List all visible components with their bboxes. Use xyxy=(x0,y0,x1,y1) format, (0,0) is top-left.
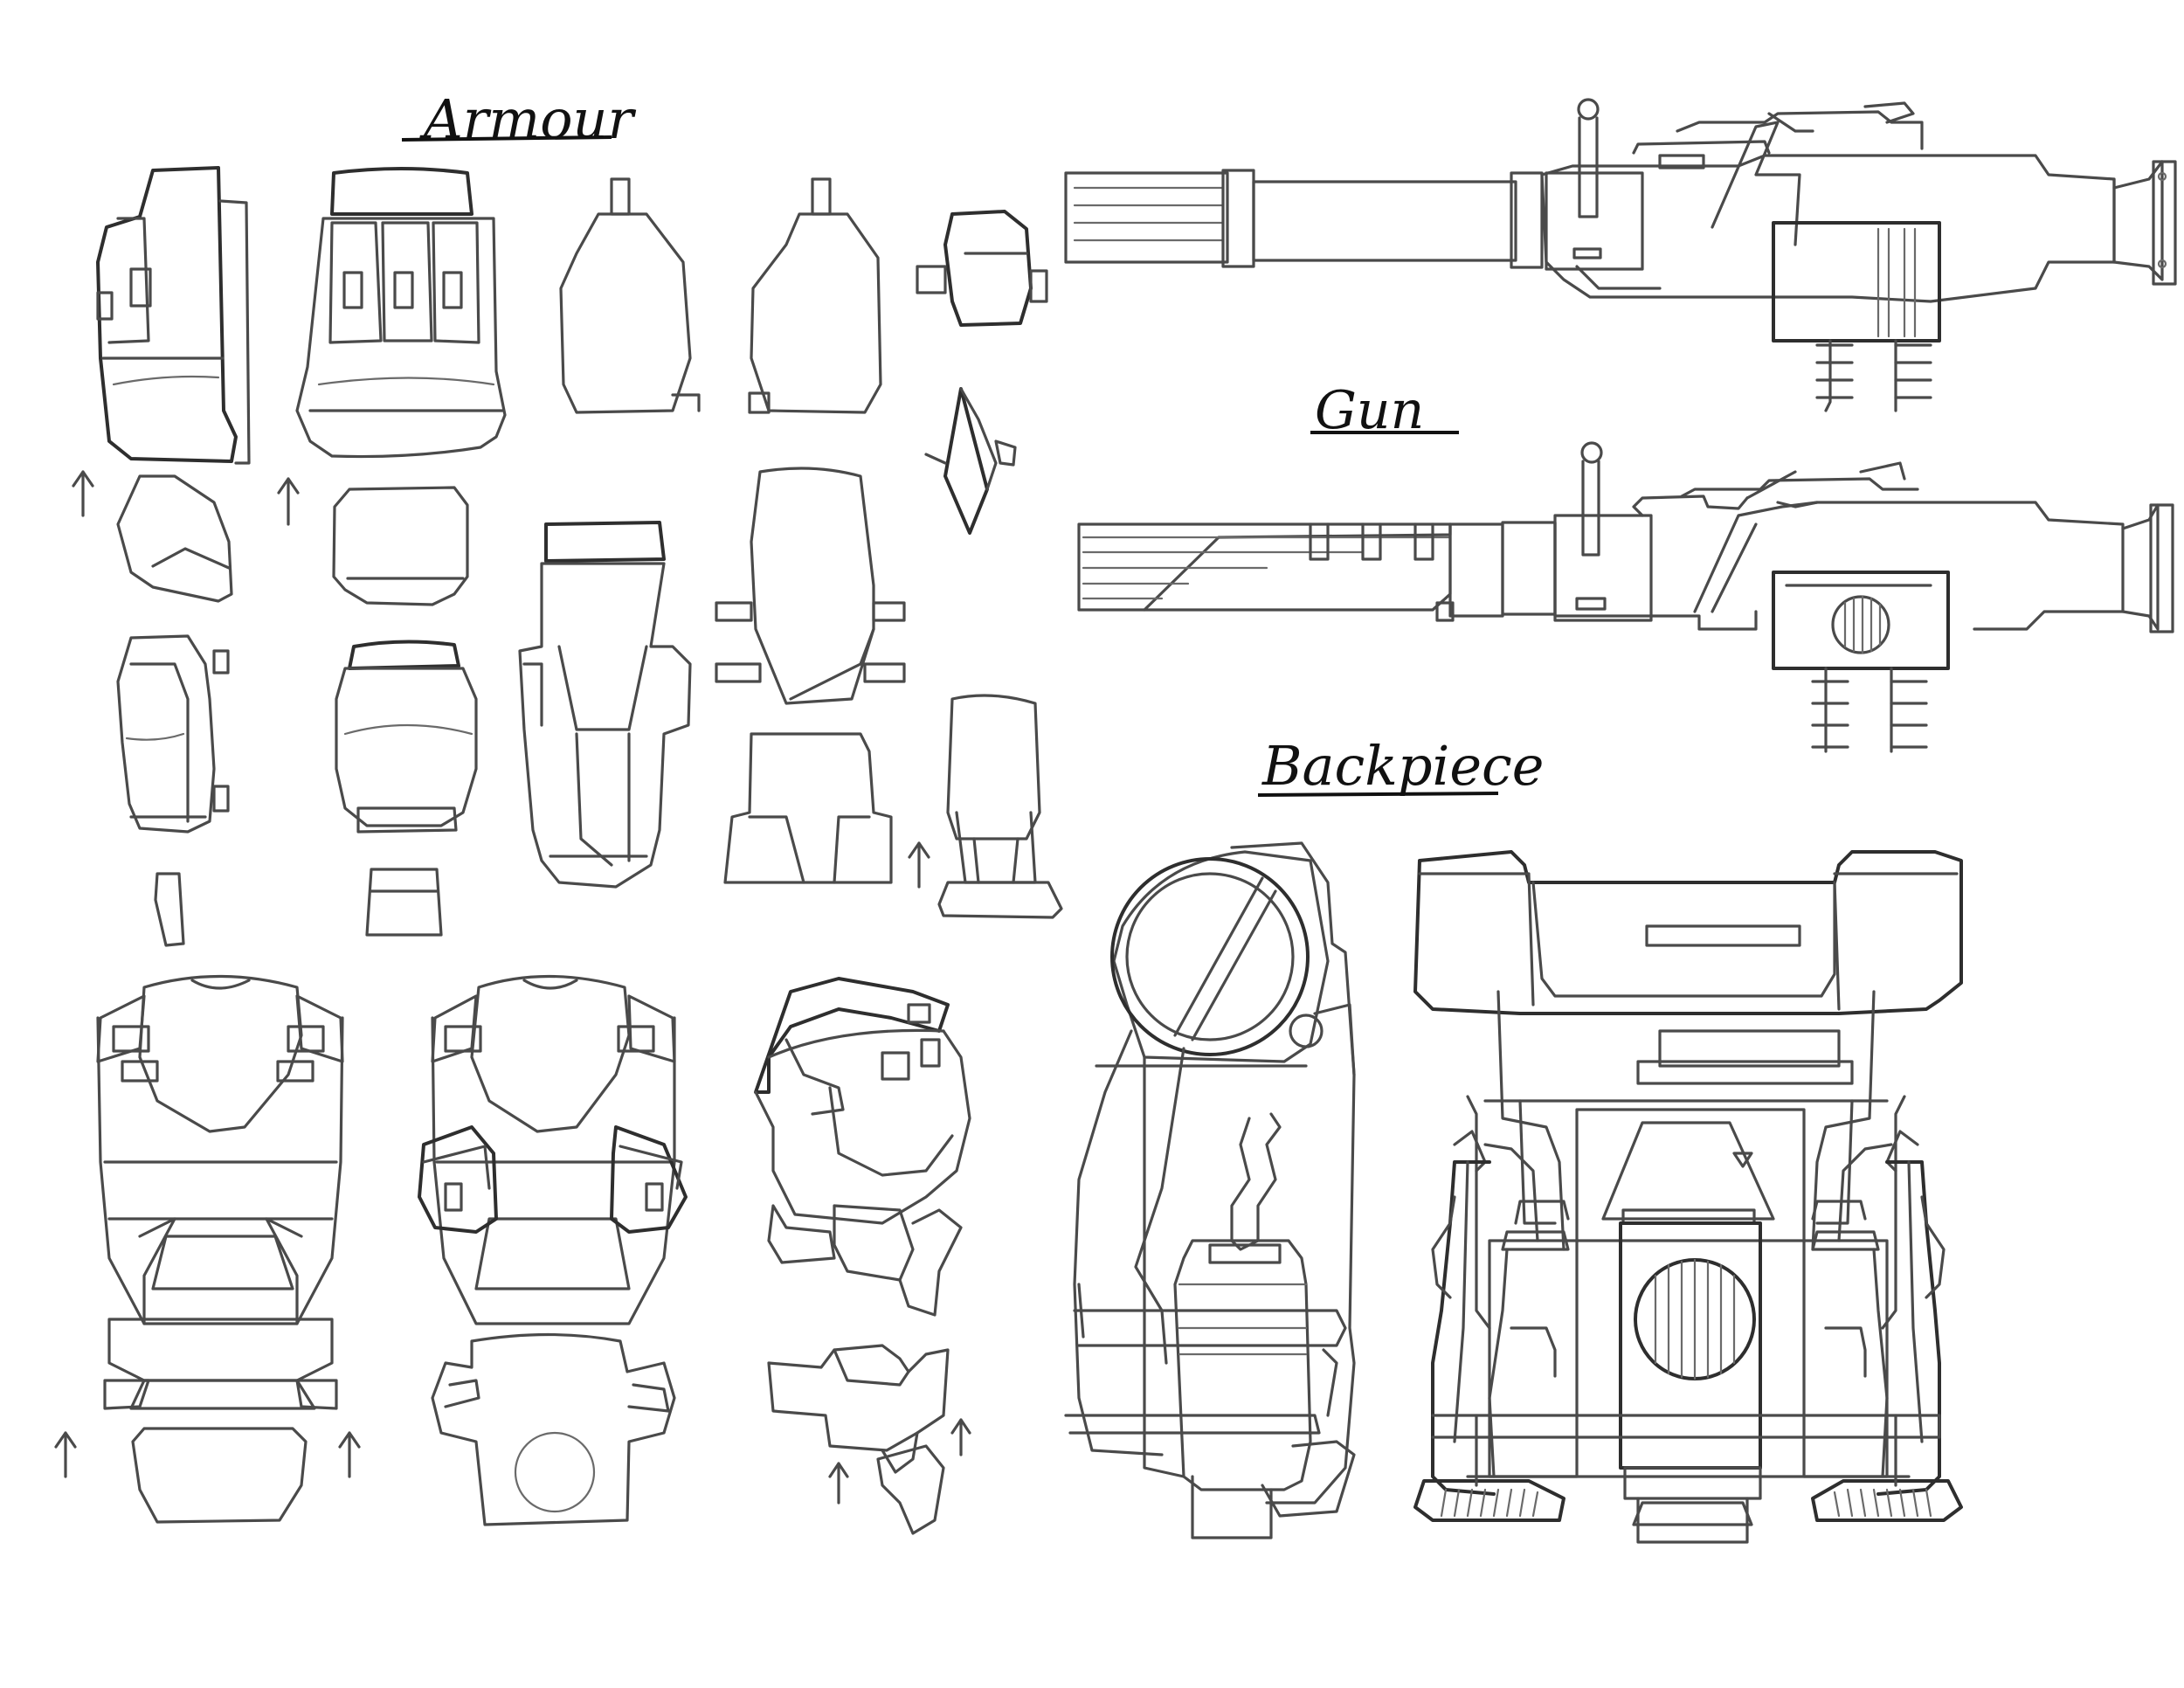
thigh-plate-back-icon xyxy=(748,177,882,414)
lower-leg-guard-icon xyxy=(937,694,1063,919)
up-arrow-icon-7 xyxy=(950,1418,971,1456)
chest-plate-pouches-icon xyxy=(418,974,688,1325)
gun-heading: Gun xyxy=(1310,380,1459,441)
shoulder-pauldron-side-icon xyxy=(96,166,251,465)
shin-guard-front-icon xyxy=(518,521,692,889)
finger-guard-small-icon xyxy=(154,872,185,947)
boot-cuff-back-icon xyxy=(723,732,893,884)
backpiece-heading-text: Backpiece xyxy=(1261,734,1544,798)
shin-guard-back-icon xyxy=(715,467,906,705)
torso-three-quarter-icon xyxy=(754,977,971,1317)
thigh-plate-front-icon xyxy=(559,177,701,414)
up-arrow-icon-3 xyxy=(908,841,930,889)
shoulder-pauldron-front-icon xyxy=(295,167,507,459)
up-arrow-icon-1 xyxy=(72,470,94,517)
back-plate-icon xyxy=(431,1332,676,1526)
backpack-rear-view-icon xyxy=(1413,850,1963,1544)
up-arrow-icon-6 xyxy=(828,1462,849,1505)
hip-plate-small-icon xyxy=(876,1444,945,1535)
exhaust-vent-left-icon xyxy=(1413,1479,1565,1522)
backpiece-heading: Backpiece xyxy=(1257,734,1544,798)
forearm-cuff-small-icon xyxy=(116,474,233,603)
bicep-plate-icon xyxy=(332,486,469,606)
chest-plate-front-icon xyxy=(96,974,344,1325)
groin-plate-icon xyxy=(131,1427,308,1524)
abdomen-plate-icon xyxy=(103,1318,338,1410)
gauntlet-side-icon xyxy=(116,634,230,834)
rotary-gun-top-view-icon xyxy=(1077,441,2174,753)
up-arrow-icon-5 xyxy=(338,1431,361,1478)
exhaust-vent-right-icon xyxy=(1811,1479,1963,1522)
armour-heading: Armour xyxy=(401,87,636,151)
armour-heading-text: Armour xyxy=(419,87,636,151)
up-arrow-icon-2 xyxy=(277,477,300,526)
gauntlet-front-icon xyxy=(335,640,478,834)
knee-pad-top-icon xyxy=(924,387,1017,535)
hip-plate-pieces-icon xyxy=(767,1344,950,1474)
knee-pad-side-icon xyxy=(916,210,1048,327)
up-arrow-icon-4 xyxy=(54,1431,77,1478)
backpack-side-view-icon xyxy=(1064,841,1356,1539)
finger-guard-front-icon xyxy=(365,868,443,937)
rotary-gun-side-view-icon xyxy=(1064,98,2177,412)
